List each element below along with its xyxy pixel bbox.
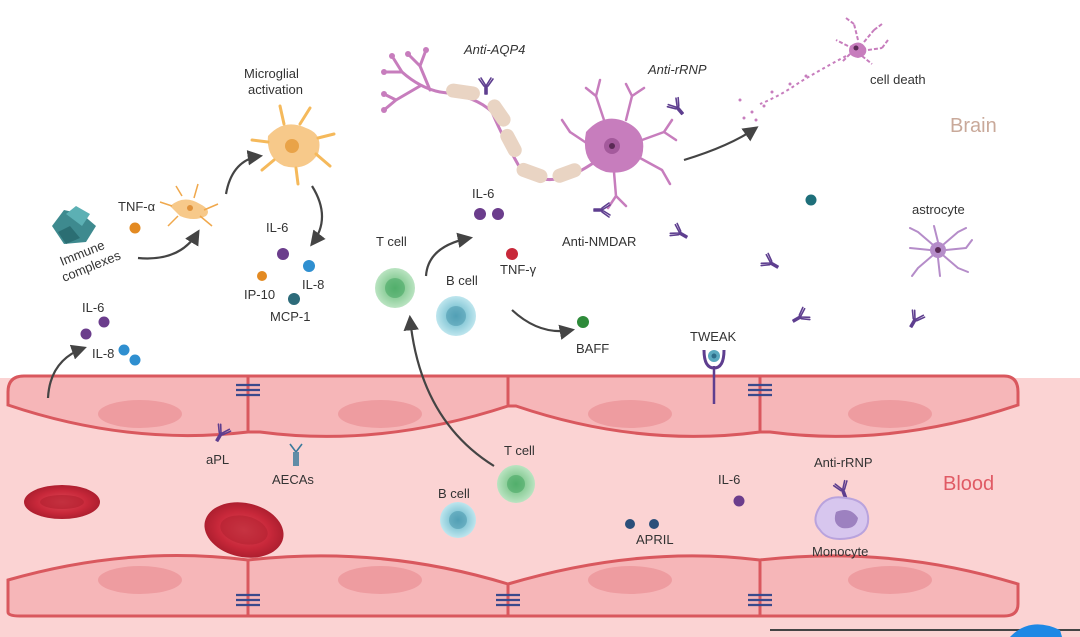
il6-label: IL-6 (472, 186, 494, 201)
astrocyte-label: astrocyte (912, 202, 965, 217)
anti-nmdar-label: Anti-NMDAR (562, 234, 636, 249)
arrow (310, 185, 326, 247)
il8-label: IL-8 (92, 346, 114, 361)
endothelium-top (6, 374, 1020, 438)
astrocyte-icon (909, 225, 973, 277)
b-cell-label: B cell (446, 273, 478, 288)
endothelium-bottom (6, 554, 1020, 618)
ip10-molecule (257, 271, 267, 281)
tnf-alpha-molecule (129, 222, 141, 234)
b-cell-icon (436, 296, 476, 336)
microglia-icon (159, 183, 219, 227)
b-cell-icon (440, 502, 476, 538)
tweak-receptor-icon (702, 349, 726, 404)
mcp1-label: MCP-1 (270, 309, 310, 324)
tnf-alpha-label: TNF-α (118, 199, 156, 214)
il6-molecule (474, 208, 486, 220)
ip10-label: IP-10 (244, 287, 275, 302)
red-blood-cell-icon (204, 502, 284, 558)
blood-vessel (0, 374, 1080, 637)
anti-rrnp-label: Anti-rRNP (647, 62, 707, 77)
antibody-icon (593, 202, 611, 218)
microglial-activation-label: activation (248, 82, 303, 97)
cell-death-label: cell death (870, 72, 926, 87)
t-cell-label: T cell (376, 234, 407, 249)
red-blood-cell-icon (24, 485, 100, 519)
microglial-activation-label: Microglial (244, 66, 299, 81)
april-molecule (649, 519, 659, 529)
microglia-icon (250, 104, 336, 186)
baff-molecule (577, 316, 589, 328)
il6-label: IL-6 (718, 472, 740, 487)
il6-molecule (277, 248, 289, 260)
arrow (424, 232, 474, 277)
monocyte-label: Monocyte (812, 544, 868, 559)
antibody-icon (668, 222, 691, 244)
brain-region-label: Brain (950, 115, 997, 137)
anti-aqp4-label: Anti-AQP4 (463, 42, 525, 57)
monocyte-icon (814, 496, 870, 540)
april-label: APRIL (636, 532, 674, 547)
antibody-icon (904, 308, 926, 331)
il8-molecule (118, 344, 130, 356)
baff-label: BAFF (576, 341, 609, 356)
t-cell-label: T cell (504, 443, 535, 458)
antibody-icon (759, 252, 782, 274)
il6-label: IL-6 (266, 220, 288, 235)
il8-label: IL-8 (302, 277, 324, 292)
anti-rrnp-label: Anti-rRNP (814, 455, 873, 470)
arrow (403, 314, 495, 467)
antibody-icon (478, 77, 494, 95)
blood-region-label: Blood (943, 473, 994, 495)
il6-molecule (98, 316, 110, 328)
t-cell-icon (497, 465, 535, 503)
b-cell-label: B cell (438, 486, 470, 501)
t-cell-icon (375, 268, 415, 308)
tweak-label: TWEAK (690, 329, 737, 344)
mcp1-molecule (288, 293, 300, 305)
arrow (137, 229, 200, 260)
il6-molecule (733, 495, 745, 507)
il6-molecule (80, 328, 92, 340)
il8-molecule (129, 354, 141, 366)
antibody-icon (289, 443, 303, 466)
apl-label: aPL (206, 452, 229, 467)
cytokine-molecule (805, 194, 817, 206)
dying-neuron-icon (738, 17, 889, 122)
arrow (683, 126, 759, 162)
arrow (224, 150, 264, 195)
tnf-gamma-molecule (506, 248, 518, 260)
neuron-icon (381, 47, 678, 210)
april-molecule (625, 519, 635, 529)
antibody-icon (665, 96, 689, 119)
immune-complex-icon (52, 206, 96, 244)
aecas-label: AECAs (272, 472, 314, 487)
il6-molecule (492, 208, 504, 220)
tnf-gamma-label: TNF-γ (500, 262, 537, 277)
arrow (511, 309, 576, 340)
antibody-icon (789, 306, 812, 328)
decorative-shape (1010, 624, 1062, 637)
il8-molecule (303, 260, 315, 272)
arrow (46, 344, 87, 399)
il6-label: IL-6 (82, 300, 104, 315)
